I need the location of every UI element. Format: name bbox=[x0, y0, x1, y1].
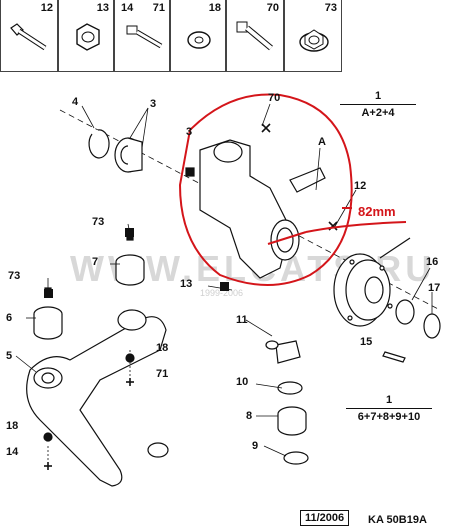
callout: 13 bbox=[180, 278, 193, 290]
callout: 10 bbox=[236, 376, 249, 388]
callout: 17 bbox=[428, 282, 441, 294]
ball-joint-11 bbox=[265, 340, 301, 364]
header-cell-70: 70 bbox=[226, 0, 284, 72]
header-cell-14-71: 14 71 bbox=[114, 0, 170, 72]
header-number: 18 bbox=[208, 2, 221, 14]
split-pin-15 bbox=[382, 351, 406, 363]
callout: 3 bbox=[186, 126, 193, 138]
callout: A bbox=[318, 136, 326, 148]
callout: 71 bbox=[156, 368, 169, 380]
header-cell-73: 73 bbox=[284, 0, 342, 72]
callout: 16 bbox=[426, 256, 439, 268]
highlight-annotation bbox=[178, 93, 407, 286]
callout: 12 bbox=[354, 180, 367, 192]
formula-denominator: A+2+4 bbox=[361, 107, 395, 119]
header-number: 13 bbox=[96, 2, 109, 14]
header-number: 70 bbox=[266, 2, 279, 14]
cage-nut-17 bbox=[423, 313, 441, 339]
circlip-4 bbox=[88, 129, 110, 159]
callout: 18 bbox=[6, 420, 19, 432]
parts-header: 12 13 14 71 bbox=[0, 0, 450, 74]
bore-line bbox=[267, 231, 307, 245]
bush-8 bbox=[277, 406, 307, 436]
callout: 5 bbox=[6, 350, 13, 362]
header-cell-18: 18 bbox=[170, 0, 226, 72]
header-number: 12 bbox=[40, 2, 53, 14]
callout: 15 bbox=[360, 336, 373, 348]
header-number: 71 bbox=[152, 2, 165, 14]
bore-measurement: 82mm bbox=[358, 204, 396, 219]
highlight-ellipse bbox=[178, 93, 353, 286]
bush-7 bbox=[115, 231, 145, 286]
bolt-icon bbox=[10, 23, 47, 51]
formula-numerator: 1 bbox=[385, 394, 393, 406]
callout: 4 bbox=[72, 96, 79, 108]
header-number: 73 bbox=[324, 2, 337, 14]
washer-icon bbox=[187, 31, 211, 49]
watermark-small: 1999-2006 bbox=[200, 288, 244, 298]
callout: 8 bbox=[246, 410, 253, 422]
callout: 14 bbox=[6, 446, 19, 458]
callout: 70 bbox=[268, 92, 281, 104]
bush-6 bbox=[33, 287, 63, 340]
header-cell-13: 13 bbox=[58, 0, 114, 72]
drawing-code: KA 50B19A bbox=[368, 514, 427, 526]
formula-bottom: 1 6+7+8+9+10 bbox=[346, 394, 432, 423]
date-stamp: 11/2006 bbox=[300, 510, 350, 526]
callout: 9 bbox=[252, 440, 259, 452]
callout: 11 bbox=[236, 314, 248, 326]
steering-knuckle bbox=[185, 139, 326, 279]
wheel-hub bbox=[333, 237, 411, 327]
callout: 3 bbox=[150, 98, 157, 110]
hub-nut-16 bbox=[395, 299, 415, 325]
measure-leader bbox=[305, 221, 407, 233]
washer-marker-18 bbox=[43, 432, 53, 442]
callout: 18 bbox=[156, 342, 169, 354]
pinch-bolt-icon bbox=[236, 21, 273, 51]
boot-10 bbox=[277, 381, 303, 395]
screw-icon bbox=[126, 25, 163, 49]
header-cell-12: 12 bbox=[0, 0, 58, 72]
flange-nut-icon bbox=[299, 29, 329, 52]
callout: 7 bbox=[92, 256, 99, 268]
callout: 73 bbox=[92, 216, 105, 228]
formula-numerator: 1 bbox=[374, 90, 382, 102]
formula-top: 1 A+2+4 bbox=[340, 90, 416, 119]
callout: 73 bbox=[8, 270, 21, 282]
ring-9 bbox=[283, 451, 309, 465]
formula-denominator: 6+7+8+9+10 bbox=[357, 411, 421, 423]
nut-icon bbox=[76, 23, 100, 51]
header-number: 14 bbox=[121, 2, 134, 14]
callout: 6 bbox=[6, 312, 13, 324]
